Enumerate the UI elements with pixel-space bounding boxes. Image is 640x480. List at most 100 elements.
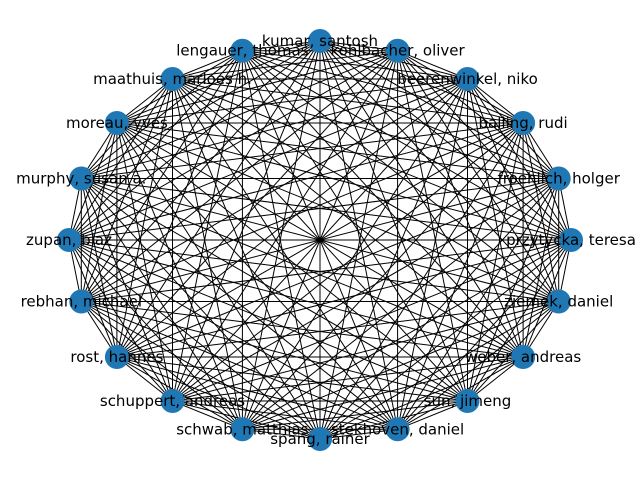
graph-node [69,289,94,314]
graph-edge [467,239,572,402]
graph-edge [116,40,321,124]
graph-edge [81,301,321,440]
graph-node [546,289,571,314]
graph-node-label: kumar, santosh [262,32,378,50]
graph-node [511,345,536,369]
graph-edge [319,239,572,440]
graph-edge [80,178,118,358]
graph-node-label: zupan, blaz [26,231,112,249]
graph-edge [80,122,118,302]
graph-node-label: froehlich, holger [497,170,620,188]
graph-node [308,29,332,53]
graph-edge [242,50,560,302]
graph-edge [80,50,243,179]
graph-edge [172,78,321,440]
graph-edge [116,50,243,358]
graph-edge [172,78,399,430]
graph-edge [242,50,468,80]
graph-edge [68,239,321,440]
graph-edge [467,78,572,241]
graph-edge [81,50,398,179]
graph-edge [81,301,468,402]
graph-edge [467,122,524,402]
graph-edge [241,50,321,440]
graph-edge [241,78,468,430]
graph-edge [81,239,572,302]
graph-edge [172,400,243,430]
graph-edge [116,78,173,358]
graph-edge [116,356,321,440]
graph-node [385,38,410,63]
graph-edge [242,400,468,430]
graph-edge [242,301,559,430]
graph-edge [116,122,243,430]
graph-node-label: beerenwinkel, niko [397,70,538,88]
graph-edge [68,239,173,402]
graph-node-label: sun, jimeng [424,392,512,410]
graph-edge [242,428,321,440]
graph-edge [116,356,398,430]
graph-edge [68,239,118,358]
graph-edge [172,50,243,402]
graph-edge [397,178,560,430]
graph-edge [172,122,524,402]
graph-node [385,417,410,442]
graph-edge [242,40,321,52]
graph-edge [116,122,468,402]
graph-node [104,345,129,369]
graph-edge [241,50,399,430]
graph-node-label: maathuis, marloes h. [93,70,252,88]
graph-edge [116,356,468,402]
graph-edge [80,50,243,302]
graph-edge [467,78,524,358]
graph-node [559,228,583,252]
graph-node [455,389,480,413]
graph-node-label: balling, rudi [479,114,568,132]
graph-edge [397,50,560,179]
graph-edge [319,356,524,440]
graph-edge [68,122,118,241]
graph-edge [397,50,560,302]
graph-edge [319,40,572,241]
graph-edge [116,178,559,358]
graph-node [455,67,480,91]
graph-edge [68,239,559,302]
graph-edge [81,122,524,302]
graph-edge [68,78,173,241]
graph-edge [522,178,560,358]
graph-node-label: rebhan, michael [21,293,142,311]
graph-edge [242,50,524,124]
graph-edge [241,40,321,430]
graph-edge [242,50,524,358]
graph-edges [68,40,572,440]
graph-edge [68,178,559,241]
graph-edge [172,78,572,241]
graph-node [511,111,536,135]
graph-edge [68,40,321,241]
graph-edge [80,78,173,302]
graph-node-label: ziemek, daniel [504,293,613,311]
graph-edge [80,301,243,430]
graph-edge [68,239,243,430]
graph-node [69,166,94,191]
graph-edge [172,78,524,358]
graph-node-label: rost, hannes [70,348,163,366]
graph-edge [242,50,572,241]
graph-node [57,228,81,252]
graph-edge [172,78,524,124]
graph-edge [172,356,524,402]
graph-node [546,166,571,191]
graph-node [308,427,332,451]
graph-edge [68,239,398,430]
graph-node-label: moreau, yves [66,114,168,132]
graph-edge [80,178,321,440]
graph-edge [116,78,468,358]
graph-edge [116,122,321,440]
graph-node-label: weber, andreas [465,348,581,366]
graph-edge [81,178,572,241]
graph-edge [116,122,559,302]
graph-node-label: kohlbacher, oliver [331,42,466,60]
graph-node [104,111,129,135]
